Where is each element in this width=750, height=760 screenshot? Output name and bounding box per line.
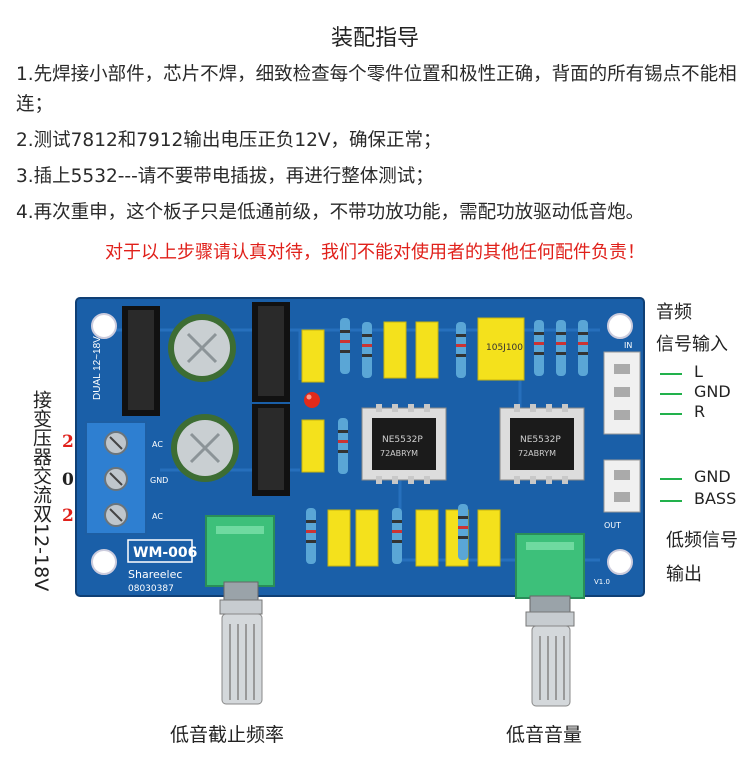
ic-chip-left: [361, 404, 447, 484]
mounting-holes: [91, 313, 633, 575]
pin-line-r: [660, 413, 682, 415]
transformer-label: 接变压器交流双12-18V: [30, 390, 52, 592]
cutoff-knob-label: 低音截止频率: [170, 724, 285, 746]
volume-knob-label: 低音音量: [506, 724, 583, 746]
step-4: 4.再次重申，这个板子只是低通前级，不带功放功能，需配功放驱动低音炮。: [16, 202, 645, 223]
board-brand: Shareelec: [128, 568, 182, 581]
pin-line-l: [660, 373, 682, 375]
chip-code-right: 72ABRYM: [518, 449, 556, 458]
audio-input-label-1: 音频: [656, 302, 692, 323]
cap-code: 105J100: [486, 343, 523, 353]
audio-input-label-2: 信号输入: [656, 334, 728, 355]
ac-terminal-block: [85, 421, 147, 535]
input-pin-gnd: GND: [694, 382, 731, 401]
voltage-regulator-bottom: [252, 404, 290, 496]
bass-output-label-1: 低频信号: [666, 530, 738, 551]
output-pin-gnd: GND: [694, 467, 731, 486]
chip-code-left: 72ABRYM: [380, 449, 418, 458]
step-3: 3.插上5532---请不要带电插拔，再进行整体测试；: [16, 166, 434, 187]
out-marker: OUT: [604, 521, 621, 530]
in-marker: IN: [624, 341, 632, 350]
power-led: [304, 392, 320, 408]
board-serial: 08030387: [128, 584, 174, 594]
step-2: 2.测试7812和7912输出电压正负12V，确保正常；: [16, 130, 442, 151]
page-title: 装配指导: [330, 26, 419, 51]
volume-potentiometer[interactable]: [515, 533, 585, 707]
ac-pin-bottom: AC: [152, 512, 163, 521]
electrolytic-capacitor-bottom: [171, 414, 239, 482]
gnd-pin: GND: [150, 476, 168, 485]
pin-line-gnd-in: [660, 393, 682, 395]
assembly-steps: 1.先焊接小部件，芯片不焊，细致检查每个零件位置和极性正确，背面的所有锡点不能相…: [16, 60, 741, 234]
input-pin-l: L: [694, 362, 703, 381]
ac-pin-top: AC: [152, 440, 163, 449]
input-connector: [603, 351, 641, 435]
ic-chip-right: [499, 404, 585, 484]
board-model: WM-006: [133, 545, 197, 561]
voltage-regulator-mid: [252, 302, 290, 402]
ac-terminal-label-2: 2: [62, 506, 74, 526]
power-label: DUAL 12~18V: [92, 336, 103, 400]
pin-line-bass: [660, 500, 682, 502]
output-connector: [603, 459, 641, 513]
warning-text: 对于以上步骤请认真对待，我们不能对使用者的其他任何配件负责！: [105, 242, 645, 263]
chip-label-left: NE5532P: [382, 435, 423, 445]
version-marker: V1.0: [594, 578, 610, 586]
voltage-regulator-top: [122, 306, 160, 416]
output-pin-bass: BASS: [694, 489, 737, 508]
resistors: [306, 318, 588, 564]
input-pin-r: R: [694, 402, 706, 421]
ac-terminal-label-0: 0: [62, 470, 74, 490]
chip-label-right: NE5532P: [520, 435, 561, 445]
pin-line-gnd-out: [660, 478, 682, 480]
electrolytic-capacitor-top: [168, 314, 236, 382]
ac-terminal-label-1: 2: [62, 432, 74, 452]
cutoff-potentiometer[interactable]: [205, 515, 275, 705]
bass-output-label-2: 输出: [666, 564, 702, 585]
step-1: 1.先焊接小部件，芯片不焊，细致检查每个零件位置和极性正确，背面的所有锡点不能相…: [16, 64, 737, 115]
